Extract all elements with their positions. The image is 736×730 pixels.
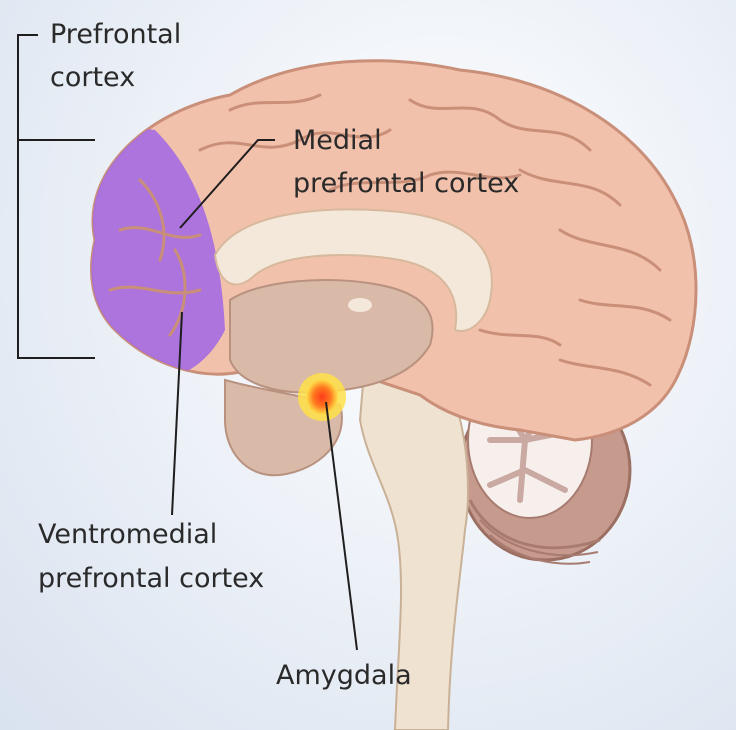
label-prefrontal-cortex-line1: Prefrontal bbox=[50, 19, 182, 50]
label-ventromedial-prefrontal-cortex-line2: prefrontal cortex bbox=[38, 563, 265, 594]
cortical-folds bbox=[108, 93, 672, 387]
amygdala bbox=[298, 373, 346, 421]
ventromedial-leader bbox=[171, 311, 183, 516]
interthalamic-adhesion bbox=[348, 298, 372, 312]
label-prefrontal-cortex-line2: cortex bbox=[50, 62, 136, 93]
label-medial-prefrontal-cortex-line2: prefrontal cortex bbox=[293, 168, 520, 199]
label-amygdala: Amygdala bbox=[276, 660, 412, 691]
thalamus-region bbox=[229, 279, 434, 394]
label-medial-prefrontal-cortex-line1: Medial bbox=[293, 125, 382, 156]
medial-prefrontal-leader bbox=[179, 139, 275, 229]
corpus-callosum bbox=[213, 208, 493, 332]
amygdala-leader bbox=[325, 401, 358, 651]
prefrontal-bracket bbox=[17, 34, 95, 359]
label-ventromedial-prefrontal-cortex-line1: Ventromedial bbox=[38, 519, 218, 550]
leader-lines bbox=[17, 34, 358, 651]
